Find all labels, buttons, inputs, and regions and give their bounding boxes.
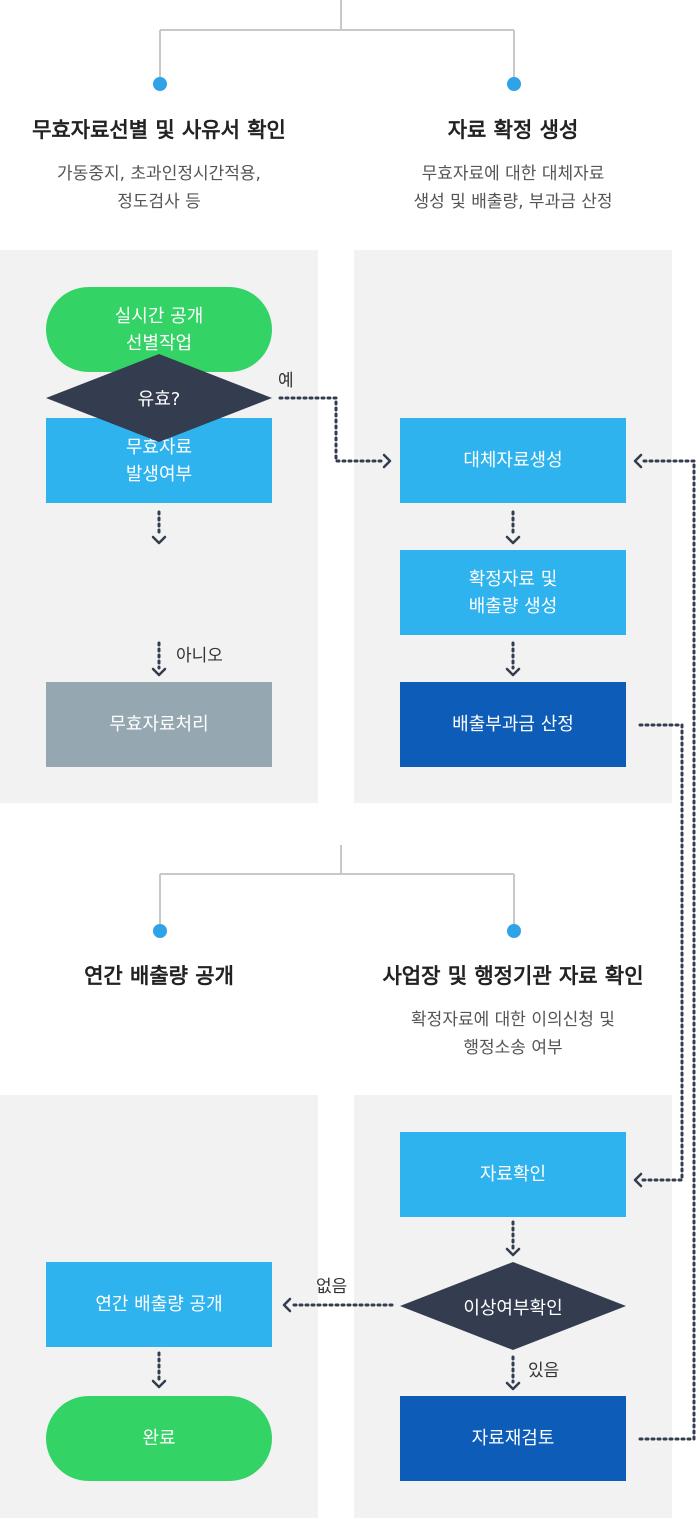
stage2-dot (507, 77, 521, 91)
stage1-title: 무효자료선별 및 사유서 확인 (32, 118, 286, 142)
none-label: 없음 (316, 1277, 348, 1297)
data-review-node: 자료재검토 (400, 1396, 626, 1481)
stage3-dot (153, 924, 167, 938)
stage1-desc: 가동중지, 초과인정시간적용, 정도검사 등 (57, 164, 261, 212)
stage2-desc: 무효자료에 대한 대체자료 생성 및 배출량, 부과금 산정 (413, 164, 613, 212)
emission-charge-node: 배출부과금 산정 (400, 682, 626, 767)
stage4-title: 사업장 및 행정기관 자료 확인 (382, 964, 644, 988)
invalid-processing-node: 무효자료처리 (46, 682, 272, 767)
stage4-dot (507, 924, 521, 938)
anomaly-decision-label: 이상여부확인 (463, 1298, 563, 1319)
stage3-title: 연간 배출량 공개 (84, 964, 234, 988)
exists-label: 있음 (528, 1361, 560, 1381)
valid-decision-diamond (46, 354, 272, 442)
anomaly-decision-diamond (400, 1262, 626, 1350)
substitute-data-node: 대체자료생성 (400, 418, 626, 503)
valid-decision-label: 유효? (137, 389, 181, 410)
no-label: 아니오 (176, 646, 223, 666)
stage4-desc: 확정자료에 대한 이의신청 및 행정소송 여부 (411, 1010, 615, 1058)
data-check-node: 자료확인 (400, 1132, 626, 1217)
stage1-dot (153, 77, 167, 91)
yes-label: 예 (278, 371, 294, 391)
complete-node: 완료 (46, 1396, 272, 1481)
stage2-title: 자료 확정 생성 (447, 118, 579, 142)
confirmed-data-node: 확정자료 및 배출량 생성 (400, 550, 626, 635)
annual-disclosure-node: 연간 배출량 공개 (46, 1262, 272, 1347)
